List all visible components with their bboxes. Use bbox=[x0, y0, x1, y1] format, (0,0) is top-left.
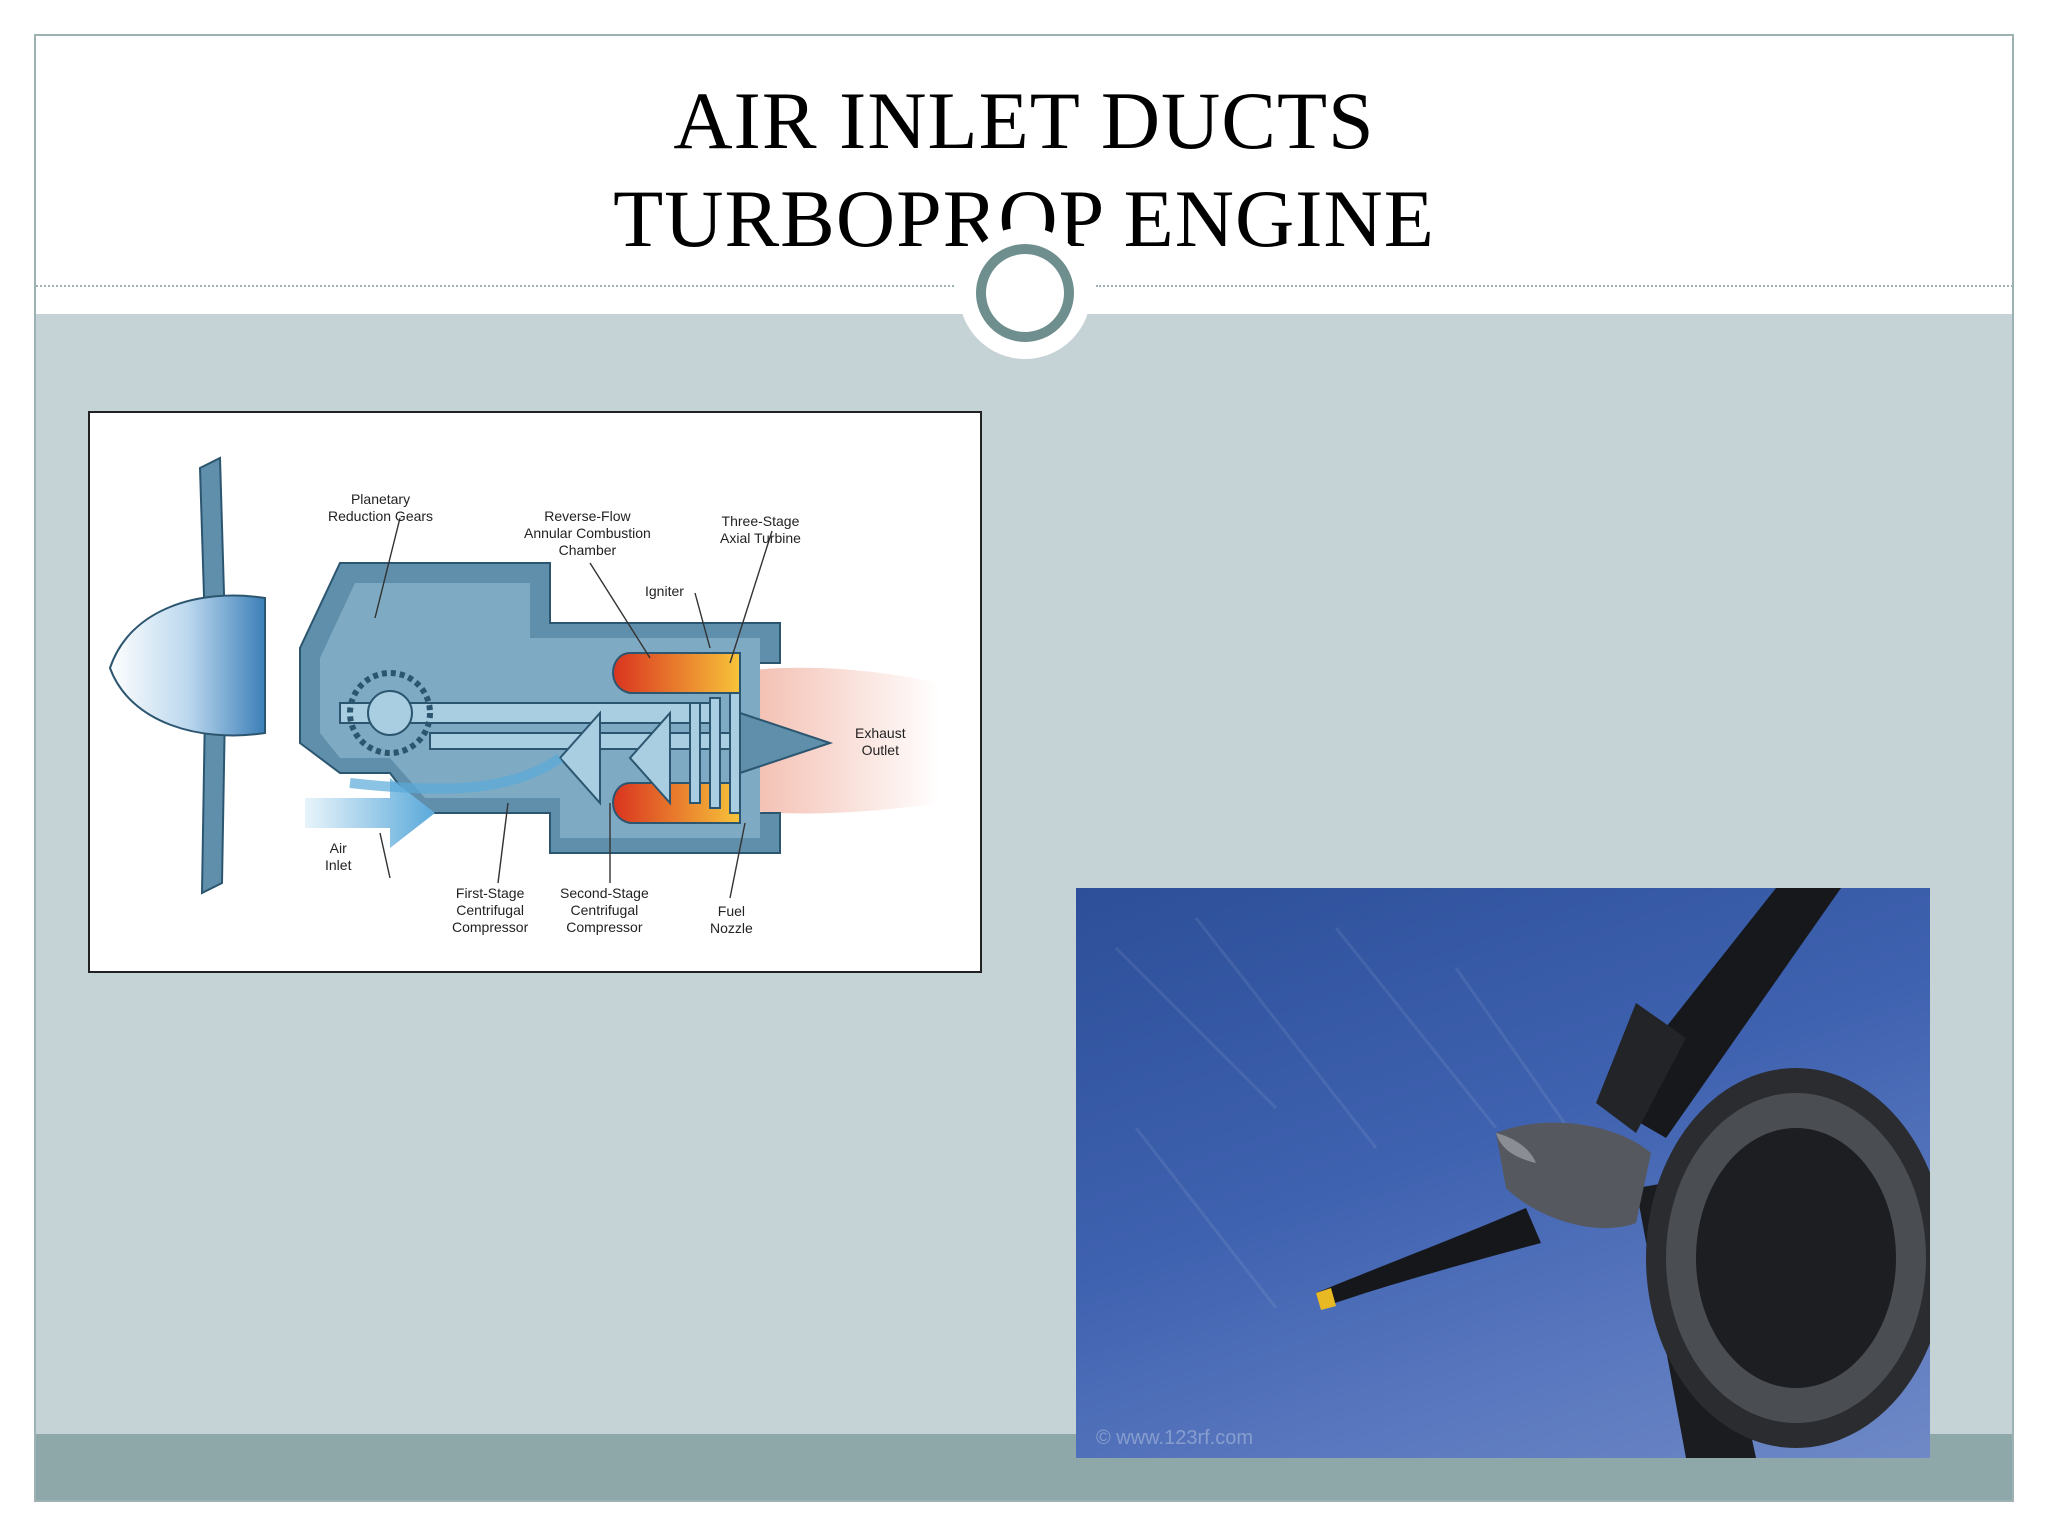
label-combustion-chamber: Reverse-Flow Annular Combustion Chamber bbox=[524, 508, 651, 558]
label-first-stage-compressor: First-Stage Centrifugal Compressor bbox=[452, 885, 529, 935]
circle-ornament bbox=[959, 227, 1091, 359]
slide-title: AIR INLET DUCTS TURBOPROP ENGINE bbox=[36, 72, 2012, 268]
label-fuel-nozzle: Fuel Nozzle bbox=[710, 903, 753, 936]
label-igniter: Igniter bbox=[645, 583, 684, 599]
propeller-illustration bbox=[1114, 888, 1930, 1458]
photo-watermark: © www.123rf.com bbox=[1096, 1427, 1254, 1449]
title-line-1: AIR INLET DUCTS bbox=[673, 75, 1375, 166]
header-divider-right bbox=[1096, 285, 2012, 287]
header-divider-left bbox=[36, 285, 954, 287]
propeller-photo: © www.123rf.com bbox=[1076, 888, 1930, 1458]
label-axial-turbine: Three-Stage Axial Turbine bbox=[720, 513, 801, 546]
turboprop-diagram: Planetary Reduction Gears Reverse-Flow A… bbox=[88, 411, 982, 973]
label-second-stage-compressor: Second-Stage Centrifugal Compressor bbox=[560, 885, 649, 935]
slide: AIR INLET DUCTS TURBOPROP ENGINE bbox=[34, 34, 2014, 1502]
label-planetary-reduction-gears: Planetary Reduction Gears bbox=[328, 491, 434, 524]
label-air-inlet: Air Inlet bbox=[325, 840, 352, 873]
ring-icon bbox=[976, 244, 1074, 342]
engine-cutaway-illustration bbox=[108, 456, 940, 899]
label-exhaust-outlet: Exhaust Outlet bbox=[855, 725, 906, 758]
